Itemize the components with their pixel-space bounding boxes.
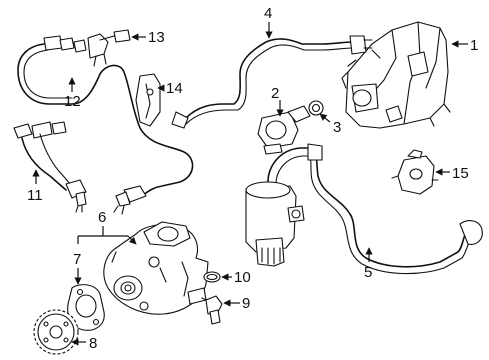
drive-sprocket-part xyxy=(33,309,79,355)
callout-3: 3 xyxy=(319,113,341,136)
upper-oxygen-sensor-part xyxy=(17,43,194,215)
callout-7: 7 xyxy=(73,251,82,285)
lower-oxygen-sensor-part xyxy=(13,121,87,213)
position-sensor-part xyxy=(201,295,223,325)
o-ring-part xyxy=(203,271,221,283)
callout-4: 4 xyxy=(264,5,273,39)
callout-label-11: 11 xyxy=(27,187,43,204)
callout-15: 15 xyxy=(435,165,469,182)
callout-label-10: 10 xyxy=(234,269,251,286)
vacuum-pump-part xyxy=(103,221,209,315)
callout-label-12: 12 xyxy=(64,93,81,110)
callout-label-2: 2 xyxy=(271,85,279,102)
pressure-sensor-part xyxy=(391,149,439,195)
callout-label-4: 4 xyxy=(264,5,272,22)
callout-label-15: 15 xyxy=(452,165,469,182)
callout-12: 12 xyxy=(64,77,81,110)
callout-label-8: 8 xyxy=(89,335,97,352)
callout-label-9: 9 xyxy=(242,295,250,312)
callout-13: 13 xyxy=(131,29,165,46)
callout-label-6: 6 xyxy=(98,209,106,226)
callout-14: 14 xyxy=(157,80,183,97)
leak-pump-hose-part xyxy=(245,143,483,275)
callout-1: 1 xyxy=(451,37,478,54)
callout-9: 9 xyxy=(223,295,250,312)
harness-connector-part xyxy=(43,29,131,67)
callout-label-3: 3 xyxy=(333,119,341,136)
callout-label-5: 5 xyxy=(364,264,372,281)
callout-label-14: 14 xyxy=(166,80,183,97)
callout-label-7: 7 xyxy=(73,251,81,268)
purge-valve-part xyxy=(257,105,311,155)
callout-5: 5 xyxy=(364,247,373,281)
callout-8: 8 xyxy=(71,335,97,352)
sensor-bracket-part xyxy=(135,73,161,127)
callout-10: 10 xyxy=(221,269,251,286)
callout-6: 6 xyxy=(77,209,137,245)
grommet-part xyxy=(308,100,324,116)
vent-hose-part xyxy=(171,35,373,129)
pump-gasket-part xyxy=(67,284,105,331)
callout-2: 2 xyxy=(271,85,284,117)
callout-11: 11 xyxy=(27,169,43,204)
callout-label-13: 13 xyxy=(148,29,165,46)
callout-label-1: 1 xyxy=(470,37,478,54)
